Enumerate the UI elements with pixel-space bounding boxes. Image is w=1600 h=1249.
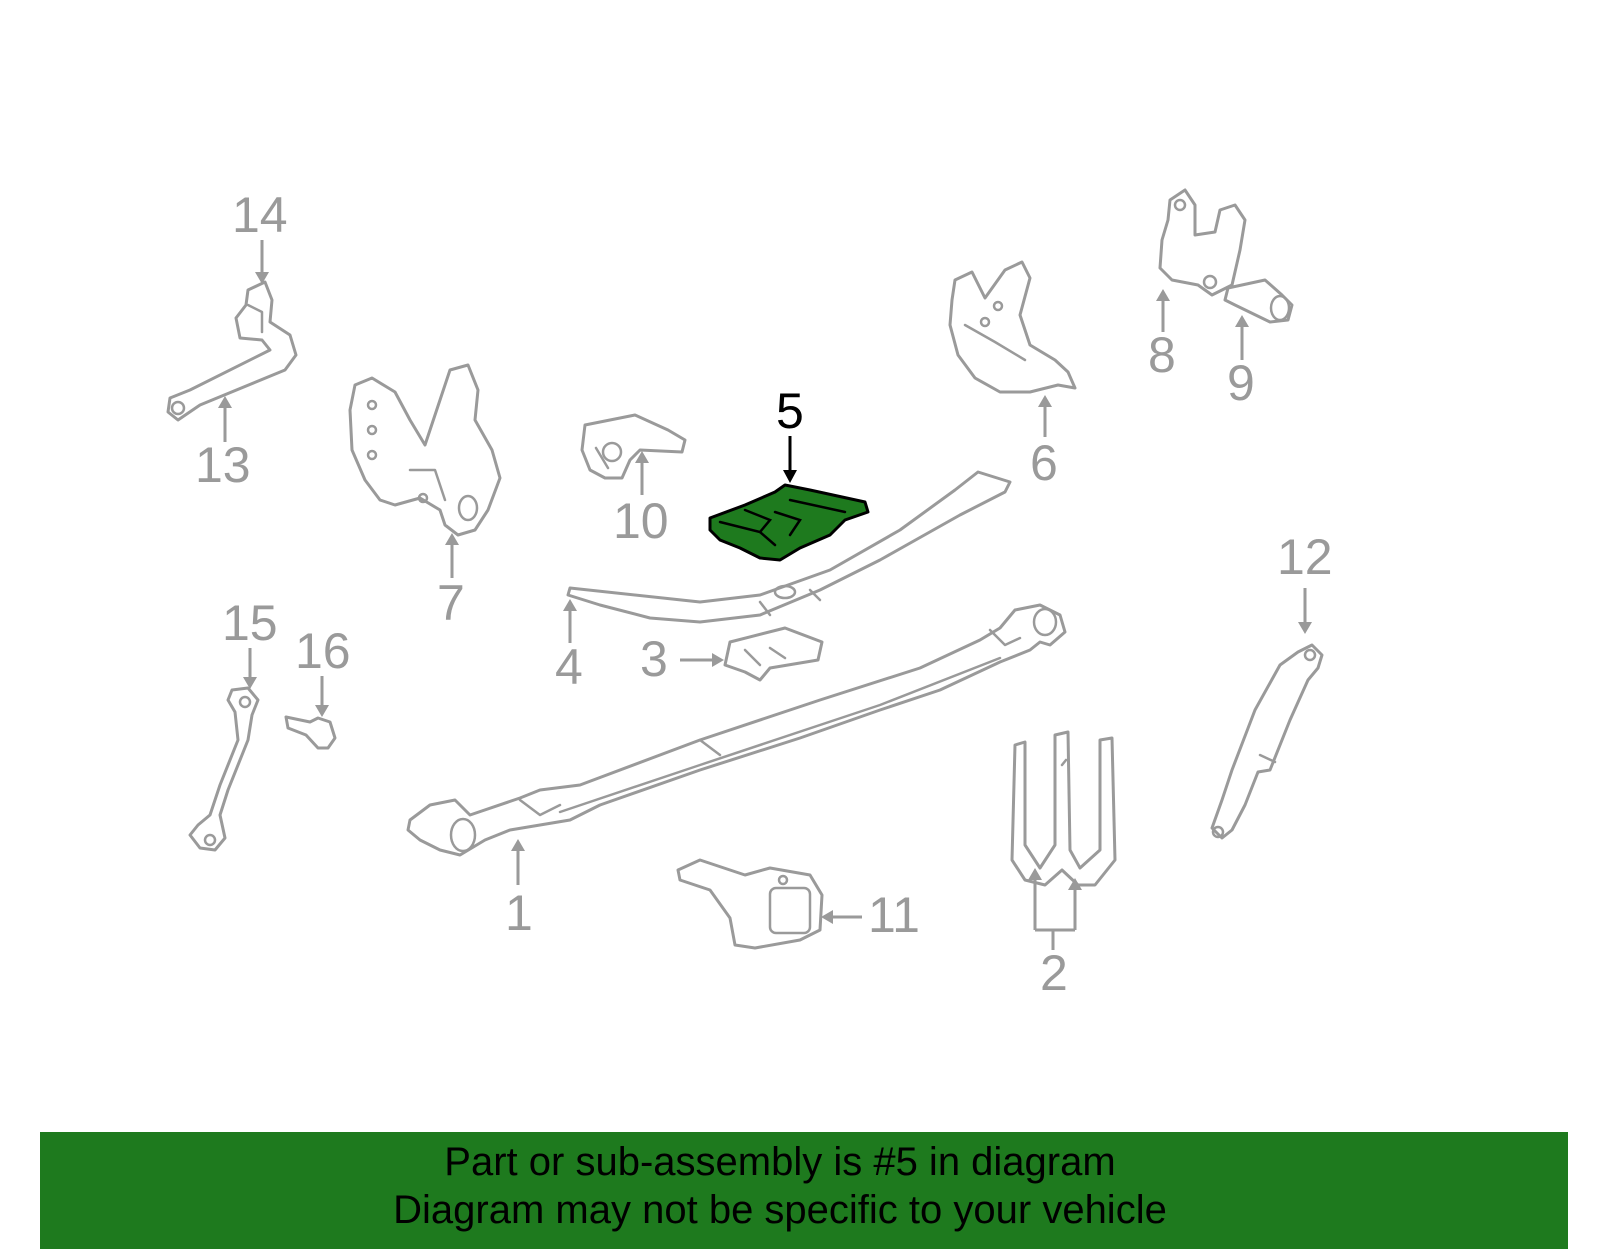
- banner-disclaimer: Diagram may not be specific to your vehi…: [393, 1188, 1167, 1232]
- svg-text:1: 1: [505, 885, 533, 941]
- part-4-spring-leaf[interactable]: [566, 470, 1012, 624]
- svg-text:15: 15: [222, 595, 278, 651]
- callout-8: 8: [1148, 289, 1176, 383]
- callout-9: 9: [1227, 315, 1255, 411]
- svg-text:13: 13: [195, 437, 251, 493]
- part-5-spring-pad[interactable]: [708, 483, 870, 562]
- part-13-14-bracket-arm[interactable]: [166, 280, 298, 422]
- svg-text:14: 14: [232, 187, 288, 243]
- callout-6: 6: [1030, 395, 1058, 491]
- callout-13: 13: [195, 396, 251, 493]
- svg-text:6: 6: [1030, 435, 1058, 491]
- callout-3: 3: [640, 631, 724, 687]
- part-7-spring-hanger[interactable]: [348, 363, 502, 537]
- part-11-bump-stop[interactable]: [676, 858, 824, 950]
- callout-14: 14: [232, 187, 288, 284]
- svg-text:5: 5: [776, 383, 804, 439]
- callout-5: 5: [776, 383, 804, 483]
- callout-12: 12: [1277, 529, 1333, 634]
- part-15-stabilizer-link[interactable]: [188, 686, 260, 852]
- callout-11: 11: [821, 887, 920, 943]
- svg-text:11: 11: [868, 887, 920, 943]
- svg-text:4: 4: [555, 639, 583, 695]
- part-12-shock-absorber[interactable]: [1210, 643, 1324, 840]
- info-banner: Part or sub-assembly is #5 in diagram Di…: [40, 1132, 1568, 1249]
- callout-2: 2: [1028, 868, 1082, 1001]
- svg-text:2: 2: [1040, 945, 1068, 1001]
- svg-text:10: 10: [613, 493, 669, 549]
- callout-4: 4: [555, 599, 583, 695]
- callout-1: 1: [505, 839, 533, 941]
- part-16-bolt[interactable]: [284, 715, 337, 750]
- svg-text:8: 8: [1148, 327, 1176, 383]
- part-6-hanger[interactable]: [948, 260, 1077, 394]
- part-1-leaf-spring[interactable]: [406, 603, 1067, 857]
- svg-text:12: 12: [1277, 529, 1333, 585]
- callout-15: 15: [222, 595, 278, 689]
- svg-text:9: 9: [1227, 355, 1255, 411]
- part-2-u-bolts[interactable]: [1010, 730, 1117, 887]
- banner-part-note: Part or sub-assembly is #5 in diagram: [444, 1140, 1116, 1184]
- part-8-shackle[interactable]: [1158, 188, 1247, 297]
- svg-text:3: 3: [640, 631, 668, 687]
- callout-7: 7: [437, 533, 465, 631]
- svg-text:7: 7: [437, 575, 465, 631]
- svg-text:16: 16: [295, 623, 351, 679]
- part-9-bushing[interactable]: [1223, 278, 1294, 324]
- callout-16: 16: [295, 623, 351, 717]
- callout-10: 10: [613, 451, 669, 549]
- part-10-bracket[interactable]: [580, 413, 687, 480]
- part-3-spacer[interactable]: [723, 626, 824, 682]
